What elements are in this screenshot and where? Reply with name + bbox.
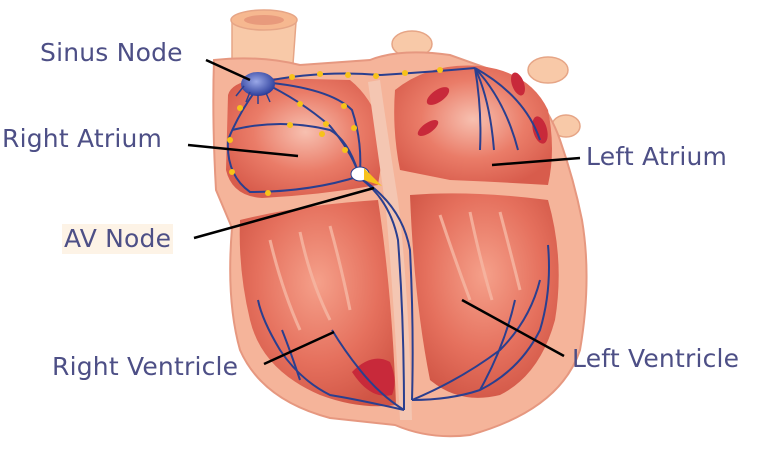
septum <box>368 80 412 420</box>
vessel-openings <box>352 72 548 396</box>
conduction-pathways <box>226 67 550 411</box>
label-right-ventricle: Right Ventricle <box>52 352 239 381</box>
pointer-left-ventricle <box>461 298 565 358</box>
right-ventricle-chamber <box>239 200 396 407</box>
pointer-av-node <box>193 186 375 240</box>
pointer-left-atrium <box>491 156 581 167</box>
pointer-lines <box>187 58 581 366</box>
sinus-node-icon <box>235 72 275 104</box>
label-av-node: AV Node <box>62 224 174 254</box>
left-ventricle-chamber <box>410 193 559 398</box>
left-atrium-chamber <box>394 65 552 185</box>
av-node-icon <box>350 166 382 186</box>
label-sinus-node: Sinus Node <box>40 38 183 67</box>
pointer-sinus-node <box>205 58 251 82</box>
label-left-ventricle: Left Ventricle <box>572 344 740 373</box>
label-left-atrium: Left Atrium <box>586 142 728 171</box>
label-right-atrium: Right Atrium <box>2 124 163 153</box>
pointer-right-ventricle <box>263 330 335 366</box>
signal-markers <box>227 67 443 196</box>
muscle-texture <box>268 211 522 331</box>
pointer-right-atrium <box>187 143 299 158</box>
